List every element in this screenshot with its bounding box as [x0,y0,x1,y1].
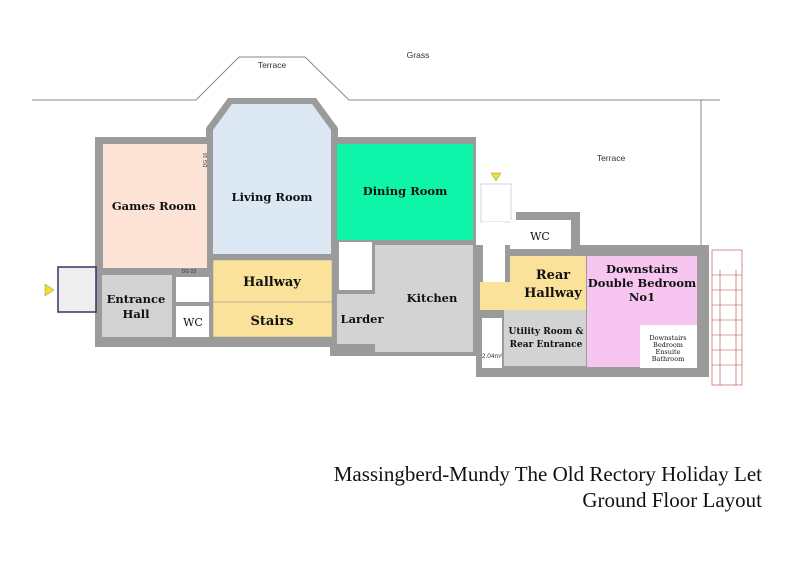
bedroom-label-3: No1 [629,290,655,304]
terrace-top-label: Terrace [258,60,287,70]
entrance-arrow-icon [44,283,55,297]
stairs [212,301,333,338]
ensuite-label-3: Ensuite [656,348,681,356]
wc-rear [510,220,571,249]
external-stairs [711,249,743,386]
utility-label-1: Utility Room & [508,327,583,337]
entrance-hall-label-2: Hall [122,307,150,321]
living-room [213,104,331,254]
games-room [103,144,207,268]
living-room-label: Living Room [232,190,313,204]
utility-room [504,310,586,366]
rear-hallway [480,256,586,310]
wc-rear-label: WC [530,230,550,243]
dg03-annotation: DG 03 [182,269,197,275]
rear-hallway-label-1: Rear [536,268,570,283]
ensuite-label-1: Downstairs [649,334,686,342]
stairs-label: Stairs [251,314,294,329]
terrace-boundary [32,56,720,101]
dining-room-label: Dining Room [363,184,448,198]
grass-label: Grass [407,50,430,60]
terrace-right-label: Terrace [597,153,626,163]
bedroom-label-1: Downstairs [606,262,678,276]
ensuite-bathroom [640,325,697,368]
wc-front [176,306,209,337]
games-room-label: Games Room [112,199,196,213]
rear-entrance-arrow-icon [490,172,502,182]
ensuite-label-4: Bathroom [652,355,685,363]
dg16-annotation: DG 16 [203,153,209,168]
kitchen [375,245,473,352]
bedroom-label-2: Double Bedroom [588,276,696,290]
hallway-label: Hallway [243,275,301,290]
plan-title: Massingberd-Mundy The Old Rectory Holida… [333,462,762,486]
wc-front-label: WC [183,316,203,329]
entrance-hall-label-1: Entrance [107,292,166,306]
hallway [212,259,333,303]
larder-label: Larder [340,312,384,326]
entrance-hall [102,275,172,337]
plan-subtitle: Ground Floor Layout [582,488,762,512]
utility-label-2: Rear Entrance [510,340,583,350]
dining-room [337,144,473,240]
kitchen-label: Kitchen [407,291,458,305]
area-annotation: 2.04m² [482,353,503,360]
ensuite-label-2: Bedroom [653,341,683,349]
front-porch [57,266,97,313]
rear-hallway-label-2: Hallway [524,286,582,301]
